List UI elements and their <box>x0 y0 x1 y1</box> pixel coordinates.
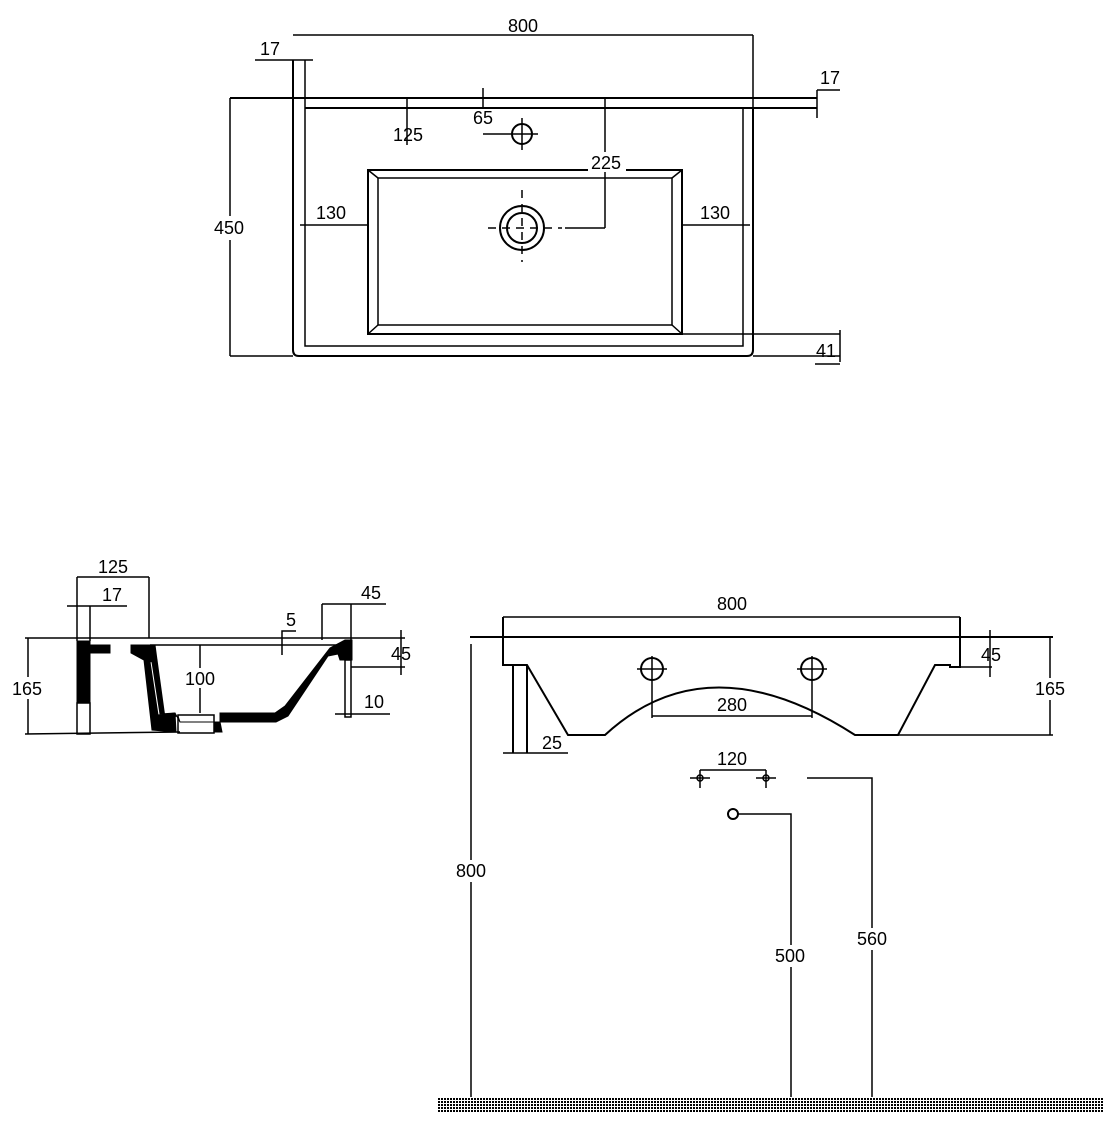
basin-outline-inner <box>304 108 744 347</box>
dim-height-front: 165 <box>1035 679 1065 699</box>
dim-skirt: 10 <box>364 692 384 712</box>
dim-rim-width: 125 <box>98 557 128 577</box>
dim-wall: 17 <box>102 585 122 605</box>
dim-depth: 450 <box>214 218 244 238</box>
dim-left-margin: 130 <box>316 203 346 223</box>
top-view: 800 17 17 450 125 65 225 130 130 41 <box>208 16 841 365</box>
dim-lip-height: 45 <box>391 644 411 664</box>
dim-height: 165 <box>12 679 42 699</box>
dim-notch: 5 <box>286 610 296 630</box>
dim-width-front: 800 <box>717 594 747 614</box>
dim-leg-width: 25 <box>542 733 562 753</box>
dim-waste-height: 500 <box>775 946 805 966</box>
tap-hole-right-icon <box>797 656 827 718</box>
dim-front-rim: 41 <box>816 341 836 361</box>
valve-left-icon <box>690 770 710 788</box>
side-section: 125 17 45 5 165 100 45 10 <box>8 557 411 735</box>
dim-valve-spacing: 120 <box>717 749 747 769</box>
dim-lip: 45 <box>361 583 381 603</box>
waste-outlet-icon <box>727 808 739 820</box>
tap-hole-left-icon <box>637 656 667 718</box>
tap-hole-icon <box>483 118 538 150</box>
floor <box>437 1097 1103 1113</box>
drain-icon <box>488 190 562 262</box>
bowl-inner <box>377 177 673 326</box>
dim-drain-offset: 225 <box>591 153 621 173</box>
dim-right-rim: 17 <box>820 68 840 88</box>
dim-tap-offset: 125 <box>393 125 423 145</box>
dim-bowl-depth: 100 <box>185 669 215 689</box>
dim-install-height: 800 <box>456 861 486 881</box>
valve-right-icon <box>756 770 776 788</box>
dim-tap-spacing: 280 <box>717 695 747 715</box>
dim-supply-height: 560 <box>857 929 887 949</box>
dim-lip-height-front: 45 <box>981 645 1001 665</box>
dim-tap-hole: 65 <box>473 108 493 128</box>
front-view: 280 800 45 165 25 120 800 500 560 <box>437 594 1103 1113</box>
basin-outline-outer <box>292 60 754 357</box>
bowl-outer <box>367 169 683 335</box>
dim-right-margin: 130 <box>700 203 730 223</box>
dim-width: 800 <box>508 16 538 36</box>
front-profile <box>502 617 961 753</box>
dim-left-rim: 17 <box>260 39 280 59</box>
